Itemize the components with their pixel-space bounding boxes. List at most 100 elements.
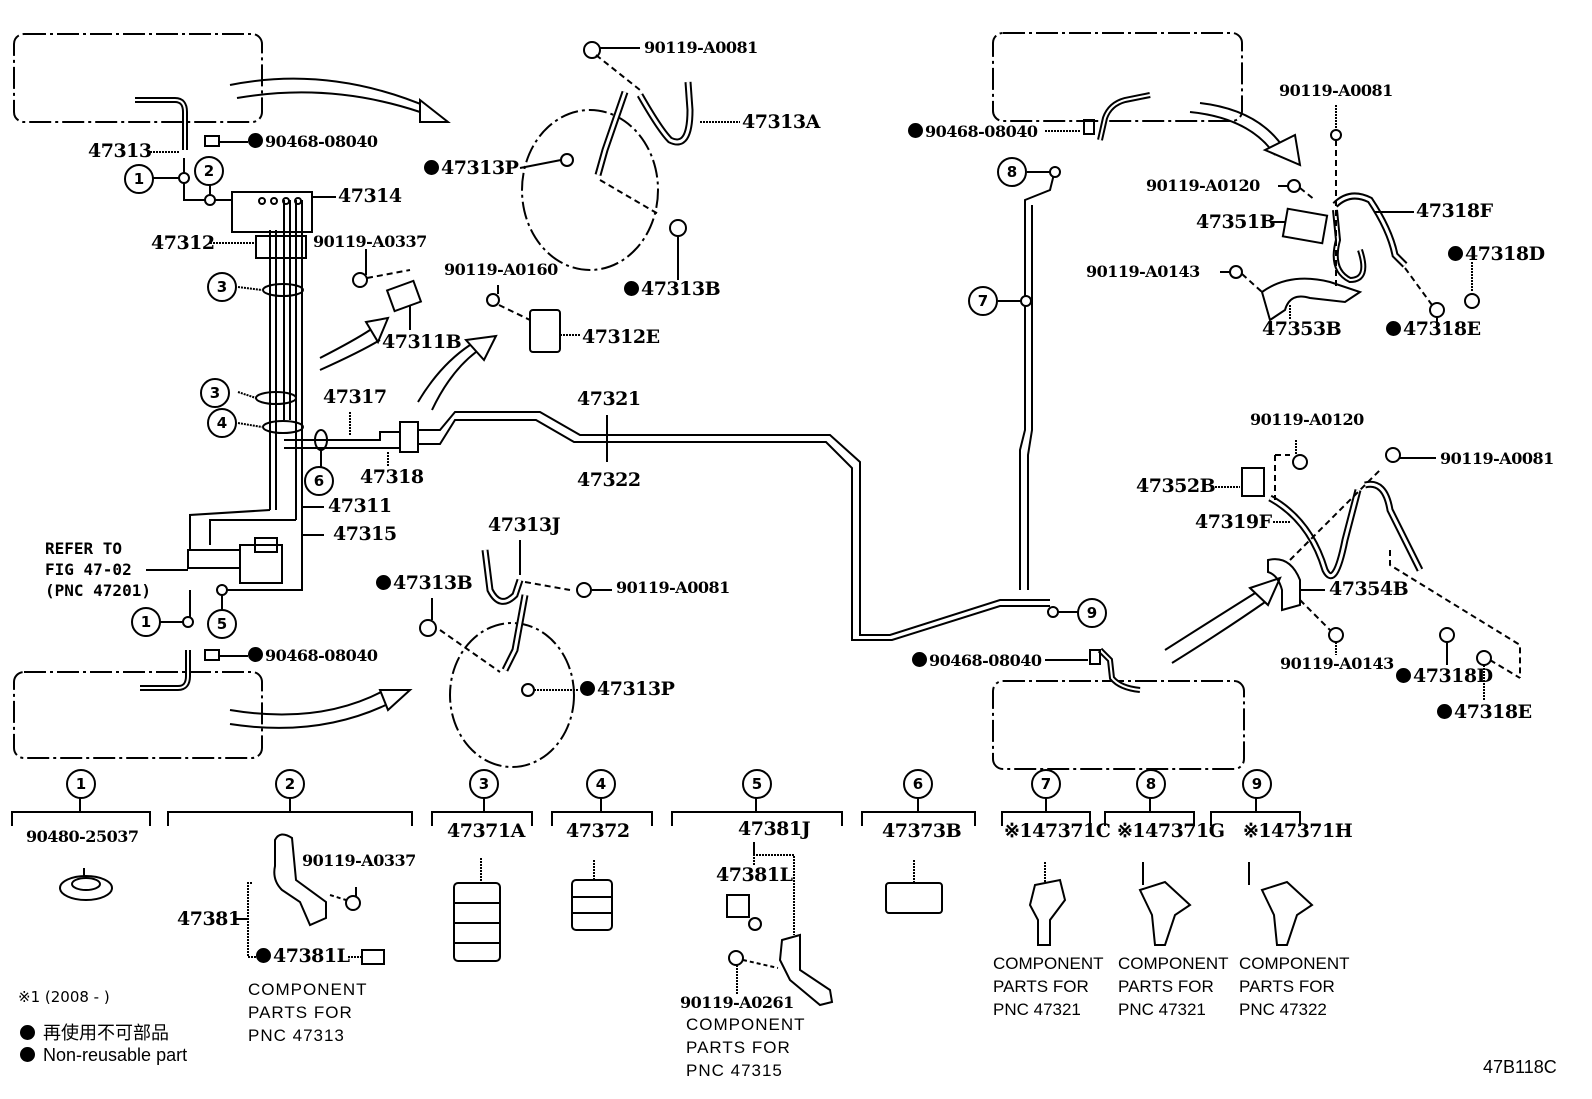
callout-5: 5 bbox=[207, 609, 237, 639]
part-label: 47354B bbox=[1329, 578, 1409, 600]
rear-right-hose-47319F bbox=[1268, 489, 1362, 580]
refer-note: REFER TO FIG 47-02 (PNC 47201) bbox=[45, 539, 151, 600]
part-label: 90119-A0160 bbox=[444, 260, 558, 279]
part-label: ※147371G bbox=[1117, 820, 1225, 842]
callout-6: 6 bbox=[304, 466, 334, 496]
arrow-icon bbox=[417, 334, 498, 411]
part-label: 47318F bbox=[1416, 200, 1493, 222]
arrow-icon bbox=[319, 316, 390, 371]
callout-9: 9 bbox=[1077, 598, 1107, 628]
part-label: 90119-A0337 bbox=[313, 232, 427, 251]
component-note: COMPONENT PARTS FOR PNC 47313 bbox=[248, 980, 368, 1045]
part-label: 47318E bbox=[1437, 703, 1532, 722]
part-label: 90119-A0261 bbox=[680, 993, 794, 1012]
group-callout-6: 6 bbox=[903, 769, 933, 799]
arrow-icon bbox=[229, 77, 451, 123]
hose-front-right bbox=[1097, 92, 1151, 141]
group-callout-1: 1 bbox=[66, 769, 96, 799]
part-label: 47318D bbox=[1448, 245, 1545, 264]
part-label: ※147371C bbox=[1004, 820, 1111, 842]
callout-3: 3 bbox=[200, 378, 230, 408]
group-callout-9: 9 bbox=[1242, 769, 1272, 799]
nonreusable-dot-icon bbox=[1386, 321, 1401, 336]
group-callout-4: 4 bbox=[586, 769, 616, 799]
part-label: 47318 bbox=[360, 466, 424, 488]
rear-left-wheel-area bbox=[13, 671, 263, 759]
part-label: 47311B bbox=[382, 331, 462, 353]
part-label: 47381L bbox=[256, 947, 350, 966]
nonreusable-dot-icon bbox=[20, 1025, 35, 1040]
group-callout-2: 2 bbox=[275, 769, 305, 799]
part-label: 90119-A0081 bbox=[1279, 81, 1393, 100]
clip-47371C-icon bbox=[1028, 878, 1067, 946]
junction-block-47312 bbox=[255, 235, 307, 259]
part-label: 47315 bbox=[333, 523, 397, 545]
component-note: COMPONENT PARTS FOR PNC 47322 bbox=[1239, 954, 1350, 1019]
brake-line-bundle bbox=[269, 200, 303, 520]
clip-47371H-icon bbox=[1260, 880, 1314, 946]
figure-id: 47B118C bbox=[1483, 1057, 1557, 1077]
nonreusable-dot-icon bbox=[424, 160, 439, 175]
arrow-icon bbox=[1164, 576, 1282, 664]
part-label: 47353B bbox=[1262, 318, 1342, 340]
nonreusable-dot-icon bbox=[20, 1047, 35, 1062]
arrow-icon bbox=[1189, 102, 1302, 167]
callout-8: 8 bbox=[997, 157, 1027, 187]
front-right-wheel-area bbox=[992, 32, 1243, 122]
bracket-47351B-icon bbox=[1281, 207, 1329, 245]
nonreusable-dot-icon bbox=[248, 133, 263, 148]
part-label: 90468-08040 bbox=[248, 647, 378, 664]
clip-icon bbox=[1089, 649, 1101, 665]
front-left-wheel-area bbox=[13, 33, 263, 123]
part-label: 47319F bbox=[1195, 511, 1272, 533]
nonreusable-dot-icon bbox=[376, 575, 391, 590]
bracket-47381-icon bbox=[273, 833, 327, 927]
part-label: 47318E bbox=[1386, 320, 1481, 339]
nonreusable-dot-icon bbox=[256, 948, 271, 963]
part-label: 90119-A0081 bbox=[1440, 449, 1554, 468]
group-callout-5: 5 bbox=[742, 769, 772, 799]
clip-47381L-icon bbox=[361, 949, 385, 965]
part-label: 90468-08040 bbox=[908, 123, 1038, 140]
callout-1: 1 bbox=[131, 607, 161, 637]
arrow-icon bbox=[229, 689, 413, 729]
detail-brackets bbox=[11, 798, 1301, 826]
bracket-47352B-icon bbox=[1241, 467, 1265, 497]
part-label: 47313P bbox=[424, 159, 519, 178]
part-label: 90119-A0120 bbox=[1250, 410, 1364, 429]
part-label: 47317 bbox=[323, 386, 387, 408]
part-label: 47318D bbox=[1396, 667, 1493, 686]
callout-4: 4 bbox=[207, 408, 237, 438]
part-label: 90480-25037 bbox=[26, 827, 139, 846]
nonreusable-dot-icon bbox=[624, 281, 639, 296]
part-label: 47312 bbox=[151, 232, 215, 254]
nonreusable-dot-icon bbox=[912, 652, 927, 667]
bracket-47312E-icon bbox=[529, 309, 561, 353]
part-label: 47373B bbox=[882, 820, 962, 842]
part-label: 47321 bbox=[577, 388, 641, 410]
clip-47381L-icon-b bbox=[726, 894, 750, 918]
part-label: 90119-A0081 bbox=[644, 38, 758, 57]
part-label: 47381L bbox=[716, 864, 793, 886]
callout-3: 3 bbox=[207, 272, 237, 302]
master-cylinder-icon bbox=[187, 549, 241, 569]
group-callout-3: 3 bbox=[469, 769, 499, 799]
part-label: 47313P bbox=[580, 680, 675, 699]
part-label: ※147371H bbox=[1243, 820, 1353, 842]
part-label: 90119-A0081 bbox=[616, 578, 730, 597]
part-label: 47372 bbox=[566, 820, 630, 842]
nonreusable-dot-icon bbox=[1396, 668, 1411, 683]
part-label: 47311 bbox=[328, 495, 392, 517]
bracket-47311B-icon bbox=[385, 279, 423, 313]
part-label: 47352B bbox=[1136, 475, 1216, 497]
callout-2: 2 bbox=[194, 156, 224, 186]
part-label: 90468-08040 bbox=[912, 652, 1042, 669]
part-label: 90119-A0120 bbox=[1146, 176, 1260, 195]
hose-rear-left bbox=[140, 650, 191, 691]
clip-icon bbox=[1083, 119, 1095, 135]
junction-block-47314 bbox=[231, 191, 313, 233]
legend-nonreusable-en: Non-reusable part bbox=[20, 1045, 187, 1066]
callout-7: 7 bbox=[968, 286, 998, 316]
part-label: 47381J bbox=[738, 818, 811, 840]
